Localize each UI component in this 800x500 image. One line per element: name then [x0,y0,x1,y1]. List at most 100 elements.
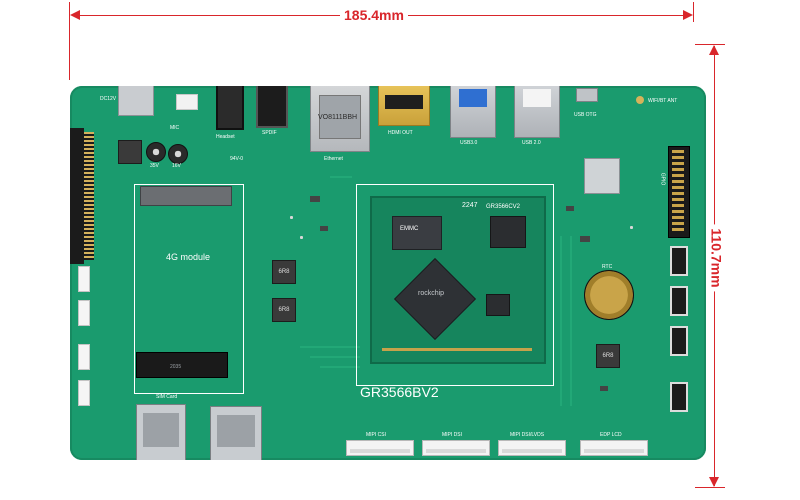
som-code: 2247 [462,202,478,209]
dc-power-jack [118,86,154,116]
uart-connector [78,300,90,326]
width-arrow-right [683,10,693,20]
headset-jack [216,86,244,130]
pcb-board: DC12V MIC Headset SPDIF VO8111BBH Ethern… [70,86,706,460]
pcb-trace [570,236,572,406]
m2-slot [136,352,228,378]
height-label: 110.7mm [708,224,725,292]
hdmi-label: HDMI OUT [388,130,413,136]
uart-connector [78,266,90,292]
pcb-trace [310,356,360,358]
uart-connector [78,344,90,370]
smd-component [580,236,590,242]
fpc-contacts [426,449,486,453]
ethernet-port-opening [319,95,361,139]
test-pad [300,236,303,239]
spdif-port [256,86,288,128]
fpc-contacts [350,449,410,453]
inductor-value: 6R8 [278,307,290,313]
rtc-label: RTC [602,264,613,270]
smd-component [600,386,608,391]
uart-connector [78,380,90,406]
mipi-dsi-connector [422,440,490,456]
smd-component [310,196,320,202]
ram-chip [490,216,526,248]
capacitor-rating: 35V [150,163,159,169]
tf-card-slot [210,406,262,460]
usb3-label: USB3.0 [460,140,478,146]
mipi-csi-connector [346,440,414,456]
sim-card-tray [143,413,179,447]
pcb-trace [300,346,360,348]
inductor-value: 6R8 [602,353,614,359]
width-tick-left [69,2,70,80]
reset-button[interactable] [670,382,688,412]
spdif-label: SPDIF [262,130,277,136]
usb2-port-opening [523,89,551,107]
width-tick-right [693,2,694,22]
som-model: GR3566CV2 [486,204,521,210]
4g-module-label: 4G module [166,252,211,262]
ethernet-port [310,86,370,152]
dc-label: DC12V [100,96,117,102]
sim-card-label: SIM Card [156,394,178,400]
test-pad [630,226,633,229]
height-arrow-up [709,45,719,55]
electrolytic-capacitor [168,144,188,164]
edge-connector [70,128,84,264]
pmic-chip [486,294,510,316]
rtc-battery [584,270,634,320]
vol-button[interactable] [670,246,688,276]
capacitor-rating: 16V [172,163,181,169]
board-model: GR3566BV2 [360,384,439,400]
m2-slot-code: 2035 [170,364,182,370]
width-label: 185.4mm [340,7,408,23]
power-inductor: 6R8 [596,344,620,368]
usb2-label: USB 2.0 [522,140,541,146]
gpio-label: GPIO [659,172,666,186]
fpc-contacts [584,449,644,453]
mipi-csi-label: MIPI CSI [366,432,387,438]
mpcie-slot-bracket [140,186,232,206]
height-arrow-down [709,477,719,487]
edge-connector-pins [84,132,94,260]
electrolytic-capacitor [146,142,166,162]
smd-component [566,206,574,211]
edp-lcd-label: EDP LCD [600,432,622,438]
width-arrow-left [70,10,80,20]
usb-otg-port [576,88,598,102]
mic-label: MIC [170,125,180,131]
usb-otg-label: USB OTG [574,112,597,118]
mic-connector [176,94,198,110]
test-pad [290,216,293,219]
power-button[interactable] [670,326,688,356]
wifi-bt-module [584,158,620,194]
power-inductor [118,140,142,164]
pcb-trace [330,176,352,178]
core-module-outline [356,184,554,386]
pcb-trace [320,366,360,368]
core-module: EMMC rockchip 2247 GR3566CV2 [370,196,546,364]
tf-card-tray [217,415,255,447]
smd-component [320,226,328,231]
hdmi-port [378,86,430,126]
wifi-ant-label: WIFI/BT ANT [648,98,678,104]
height-tick-bottom [695,487,725,488]
hdmi-port-opening [385,95,423,109]
power-inductor: 6R8 [272,298,296,322]
usb3-port [450,86,496,138]
usb2-port [514,86,560,138]
gpio-header-pins [672,150,684,232]
pcb-trace [560,236,562,406]
ethernet-label: Ethernet [324,156,343,162]
height-tick-top [695,44,725,45]
ethernet-chip-label: VO8111BBH [318,114,358,121]
recovery-button[interactable] [670,286,688,316]
edp-lcd-connector [580,440,648,456]
smd-component [382,348,532,351]
ul-rating: 94V-0 [230,156,244,162]
sim-card-slot [136,404,186,460]
power-inductor: 6R8 [272,260,296,284]
emmc-label: EMMC [400,226,419,232]
